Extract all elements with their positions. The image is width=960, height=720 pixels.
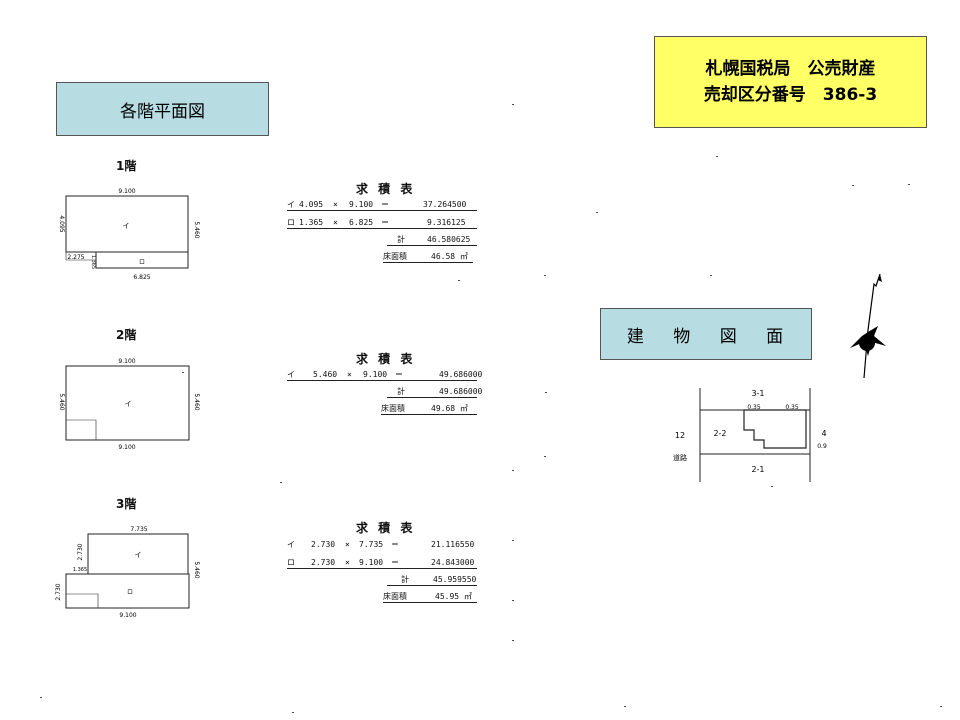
floor1-dim-inner-left: 2.275	[67, 254, 84, 261]
floor1-floor-area-row: 床面積 46.58 ㎡	[383, 251, 473, 263]
floor3-area-ro: ロ	[127, 589, 133, 596]
floor3-floor-area-row: 床面積 45.95 ㎡	[383, 591, 477, 603]
site-dist-c: 0.9	[817, 443, 827, 450]
building-drawing-title: 建 物 図 面	[600, 308, 812, 360]
floor3-area-i: イ	[135, 551, 142, 559]
floor3-dim-left-upper: 2.730	[77, 543, 84, 560]
table-row: ロ 2.730 × 9.100 ＝ 24.843000	[287, 557, 477, 569]
floor2-area-i: イ	[125, 400, 132, 408]
floor1-area-i: イ	[123, 222, 130, 230]
sale-id-box: 札幌国税局 公売財産 売却区分番号 386-3	[654, 36, 927, 128]
site-lot-left: 12	[675, 431, 685, 440]
floor1-dim-top: 9.100	[118, 188, 135, 195]
site-lot-top: 3-1	[751, 389, 764, 398]
site-dist-b: 0.35	[785, 404, 799, 411]
floor3-table-title: 求 積 表	[356, 521, 416, 535]
site-lot-bottom: 2-1	[751, 465, 764, 474]
floor2-plan: 9.100 5.460 5.460 9.100 イ	[54, 352, 204, 456]
floor1-total-row: 計 46.580625	[387, 234, 477, 246]
floor3-dim-left-lower: 2.730	[55, 583, 62, 600]
site-lot-own: 2-2	[713, 429, 726, 438]
floor3-plan: 7.735 2.730 1.365 2.730 5.460 9.100 イ ロ	[54, 520, 204, 624]
floor3-heading: 3階	[116, 497, 137, 511]
floor1-dim-bottom: 6.825	[133, 274, 150, 281]
floor1-plan: 9.100 4.095 5.460 2.275 1.365 6.825 イ ロ	[54, 182, 204, 286]
floor1-dim-right: 5.460	[193, 221, 200, 238]
sale-number-line: 売却区分番号 386-3	[703, 85, 878, 105]
floor2-dim-top: 9.100	[118, 358, 135, 365]
floor2-dim-left: 5.460	[58, 393, 65, 410]
floor2-total-row: 計 49.686000	[387, 386, 482, 398]
floor2-dim-right: 5.460	[193, 393, 200, 410]
site-lot-right: 4	[821, 429, 826, 438]
north-arrow-icon	[838, 270, 898, 382]
table-row: イ 5.460 × 9.100 ＝ 49.686000	[287, 370, 483, 381]
floor1-table-title: 求 積 表	[356, 182, 416, 196]
floor1-area-ro: ロ	[139, 259, 145, 266]
table-row: ロ 1.365 × 6.825 ＝ 9.316125	[287, 217, 477, 229]
floor2-table-title: 求 積 表	[356, 352, 416, 366]
floor1-heading: 1階	[116, 159, 137, 173]
floor1-dim-inner-small: 1.365	[90, 255, 96, 269]
floor3-dim-right: 5.460	[193, 561, 200, 578]
floor3-dim-bottom: 9.100	[119, 612, 136, 619]
site-dist-a: 0.35	[747, 404, 761, 411]
floor-plans-title: 各階平面図	[56, 82, 269, 136]
table-row: イ 4.095 × 9.100 ＝ 37.264500	[287, 199, 477, 211]
floor3-dim-small: 1.365	[73, 567, 87, 573]
floor1-dim-left: 4.095	[58, 215, 65, 232]
floor3-dim-top: 7.735	[130, 526, 147, 533]
floor2-dim-bottom: 9.100	[118, 444, 135, 451]
floor2-floor-area-row: 床面積 49.68 ㎡	[381, 403, 477, 415]
sale-office-line: 札幌国税局 公売財産	[705, 59, 876, 79]
floor3-total-row: 計 45.959550	[387, 574, 477, 586]
site-plan: 3-1 0.35 0.35 12 2-2 4 0.9 道路 2-1	[668, 382, 838, 486]
site-road-label: 道路	[673, 453, 687, 462]
table-row: イ 2.730 × 7.735 ＝ 21.116550	[287, 540, 475, 549]
floor2-heading: 2階	[116, 328, 137, 342]
